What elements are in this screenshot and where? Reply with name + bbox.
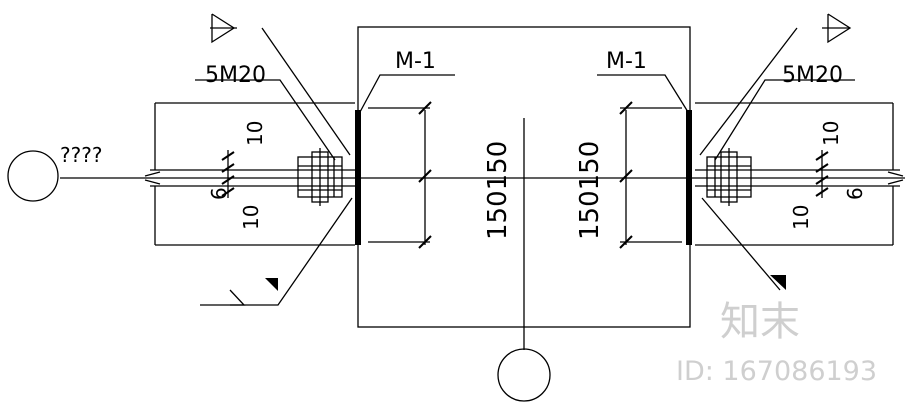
- left-bolt-label: 5M20: [205, 63, 266, 88]
- right-dim-10-top: 10: [819, 121, 843, 146]
- right-section-flag-icon: [827, 13, 852, 44]
- right-small-dim: [815, 150, 829, 198]
- right-weld-triangle-icon: [770, 275, 786, 290]
- left-small-dim: [221, 150, 235, 198]
- right-bolt-leader: [714, 79, 855, 161]
- left-dim-10-bottom: 10: [239, 205, 263, 230]
- right-dimension-label: 150150: [575, 141, 605, 240]
- right-end-plate: [686, 110, 692, 245]
- left-section-flag-icon: [211, 13, 236, 44]
- right-weld-leader-top: [699, 27, 798, 156]
- left-bolt-leader: [195, 79, 336, 161]
- left-end-plate: [355, 110, 361, 245]
- right-plate-leader: [597, 74, 689, 113]
- axis-bubble-bottom: [497, 348, 551, 402]
- left-dim-10-top: 10: [243, 121, 267, 146]
- right-bolt-label: 5M20: [782, 63, 843, 88]
- right-plate-label: M-1: [606, 49, 647, 74]
- axis-note: ????: [60, 143, 102, 167]
- left-beam: [144, 102, 355, 246]
- left-dimension: [368, 101, 432, 249]
- right-dim-6: 6: [843, 187, 867, 200]
- left-bolt-group: [297, 148, 343, 206]
- left-weld-symbol-icon: [229, 289, 246, 306]
- watermark-id: ID: 167086193: [676, 356, 877, 387]
- left-dim-6: 6: [207, 187, 231, 200]
- watermark-logo: 知末: [720, 299, 800, 345]
- axis-bubble-left: [7, 150, 59, 202]
- left-weld-leader-bottom: [200, 197, 353, 306]
- left-weld-leader-top: [261, 27, 351, 156]
- left-plate-label: M-1: [395, 49, 436, 74]
- right-bolt-group: [706, 148, 752, 206]
- right-dimension: [619, 101, 682, 249]
- left-dimension-label: 150150: [483, 141, 513, 240]
- right-weld-leader-bottom: [701, 197, 781, 291]
- left-plate-leader: [359, 74, 455, 113]
- left-weld-triangle-icon: [265, 278, 278, 291]
- right-dim-10-bottom: 10: [789, 205, 813, 230]
